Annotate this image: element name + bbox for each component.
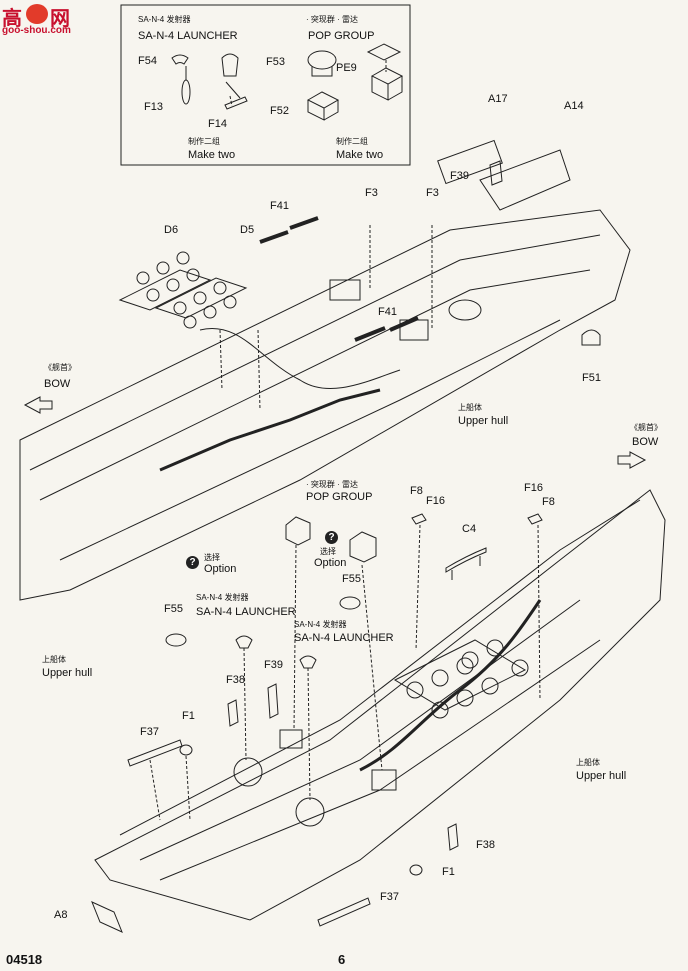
page-number: 6 xyxy=(338,952,346,967)
top-hull xyxy=(19,139,631,601)
logo-char-1: 高 xyxy=(2,6,22,30)
option-en: Option xyxy=(204,563,237,575)
part-label: F53 xyxy=(266,56,285,68)
part-label: C4 xyxy=(462,523,477,535)
part-label: F37 xyxy=(140,726,159,738)
part-label: F54 xyxy=(138,55,157,67)
part-label: F3 xyxy=(365,187,378,199)
part-label: F38 xyxy=(476,839,495,851)
upper-hull-cn: 上船体 xyxy=(42,655,66,664)
logo-url: goo-shou.com xyxy=(2,25,71,36)
upper-hull-cn: 上船体 xyxy=(458,403,482,412)
part-label: F16 xyxy=(524,482,543,494)
part-label: F41 xyxy=(270,200,289,212)
inset-sa-n4-en: SA-N-4 LAUNCHER xyxy=(138,30,238,42)
part-label: F39 xyxy=(450,170,469,182)
inset-launcher-parts xyxy=(171,53,248,110)
option-cn: 选择 xyxy=(320,547,336,556)
part-label: F14 xyxy=(208,118,227,130)
inset-make-two-cn: 制作二组 xyxy=(188,137,220,146)
option-cn: 选择 xyxy=(204,553,220,562)
sa-n4-cn: SA-N-4 发射器 xyxy=(196,593,249,602)
logo-char-2: 网 xyxy=(50,6,70,30)
part-label: F55 xyxy=(164,603,183,615)
part-label: F16 xyxy=(426,495,445,507)
part-label: F39 xyxy=(264,659,283,671)
part-label: F55 xyxy=(342,573,361,585)
upper-hull-cn: 上船体 xyxy=(576,758,600,767)
part-label: A8 xyxy=(54,909,68,921)
option-icon: ? xyxy=(186,556,199,569)
part-label: F1 xyxy=(442,866,455,878)
part-label: D6 xyxy=(164,224,179,236)
bottom-hull xyxy=(91,489,666,933)
part-label: F51 xyxy=(582,372,601,384)
product-code: 04518 xyxy=(6,952,43,967)
part-label: F52 xyxy=(270,105,289,117)
inset-make-two-en: Make two xyxy=(188,149,236,161)
upper-hull-en: Upper hull xyxy=(576,770,627,782)
part-label: A14 xyxy=(564,100,584,112)
bow-label-en-right: BOW xyxy=(632,436,659,448)
part-label: PE9 xyxy=(336,62,357,74)
inset-box xyxy=(120,4,411,166)
pop-group-en: POP GROUP xyxy=(306,491,373,503)
bow-arrow-left xyxy=(23,396,53,414)
inset-make-two-cn: 制作二组 xyxy=(336,137,368,146)
part-label: F38 xyxy=(226,674,245,686)
bow-label-cn: 《舰首》 xyxy=(44,363,76,372)
part-label: F1 xyxy=(182,710,195,722)
inset-pop-cn: · 突现群 · 雷达 xyxy=(306,15,358,24)
part-label: F3 xyxy=(426,187,439,199)
logo-mascot-icon xyxy=(26,4,48,24)
upper-hull-en: Upper hull xyxy=(42,667,93,679)
sa-n4-en: SA-N-4 LAUNCHER xyxy=(294,632,394,644)
part-label: D5 xyxy=(240,224,255,236)
part-label: F37 xyxy=(380,891,399,903)
part-label: F8 xyxy=(542,496,555,508)
sa-n4-en: SA-N-4 LAUNCHER xyxy=(196,606,296,618)
site-logo: 高 网 goo-shou.com xyxy=(2,2,76,40)
inset-pop-en: POP GROUP xyxy=(308,30,375,42)
part-label: F13 xyxy=(144,101,163,113)
inset-sa-n4-cn: SA-N-4 发射器 xyxy=(138,15,191,24)
part-label: F41 xyxy=(378,306,397,318)
inset-popgroup-parts xyxy=(306,43,404,121)
pop-group-cn: · 突现群 · 雷达 xyxy=(306,480,358,489)
sa-n4-cn: SA-N-4 发射器 xyxy=(294,620,347,629)
inset-make-two-en: Make two xyxy=(336,149,384,161)
part-label: F8 xyxy=(410,485,423,497)
option-en: Option xyxy=(314,557,347,569)
bow-arrow-right xyxy=(617,451,647,469)
upper-hull-en: Upper hull xyxy=(458,415,509,427)
bow-label-en: BOW xyxy=(44,378,71,390)
option-icon: ? xyxy=(325,531,338,544)
part-label: A17 xyxy=(488,93,508,105)
bow-label-cn-right: 《舰首》 xyxy=(630,423,662,432)
